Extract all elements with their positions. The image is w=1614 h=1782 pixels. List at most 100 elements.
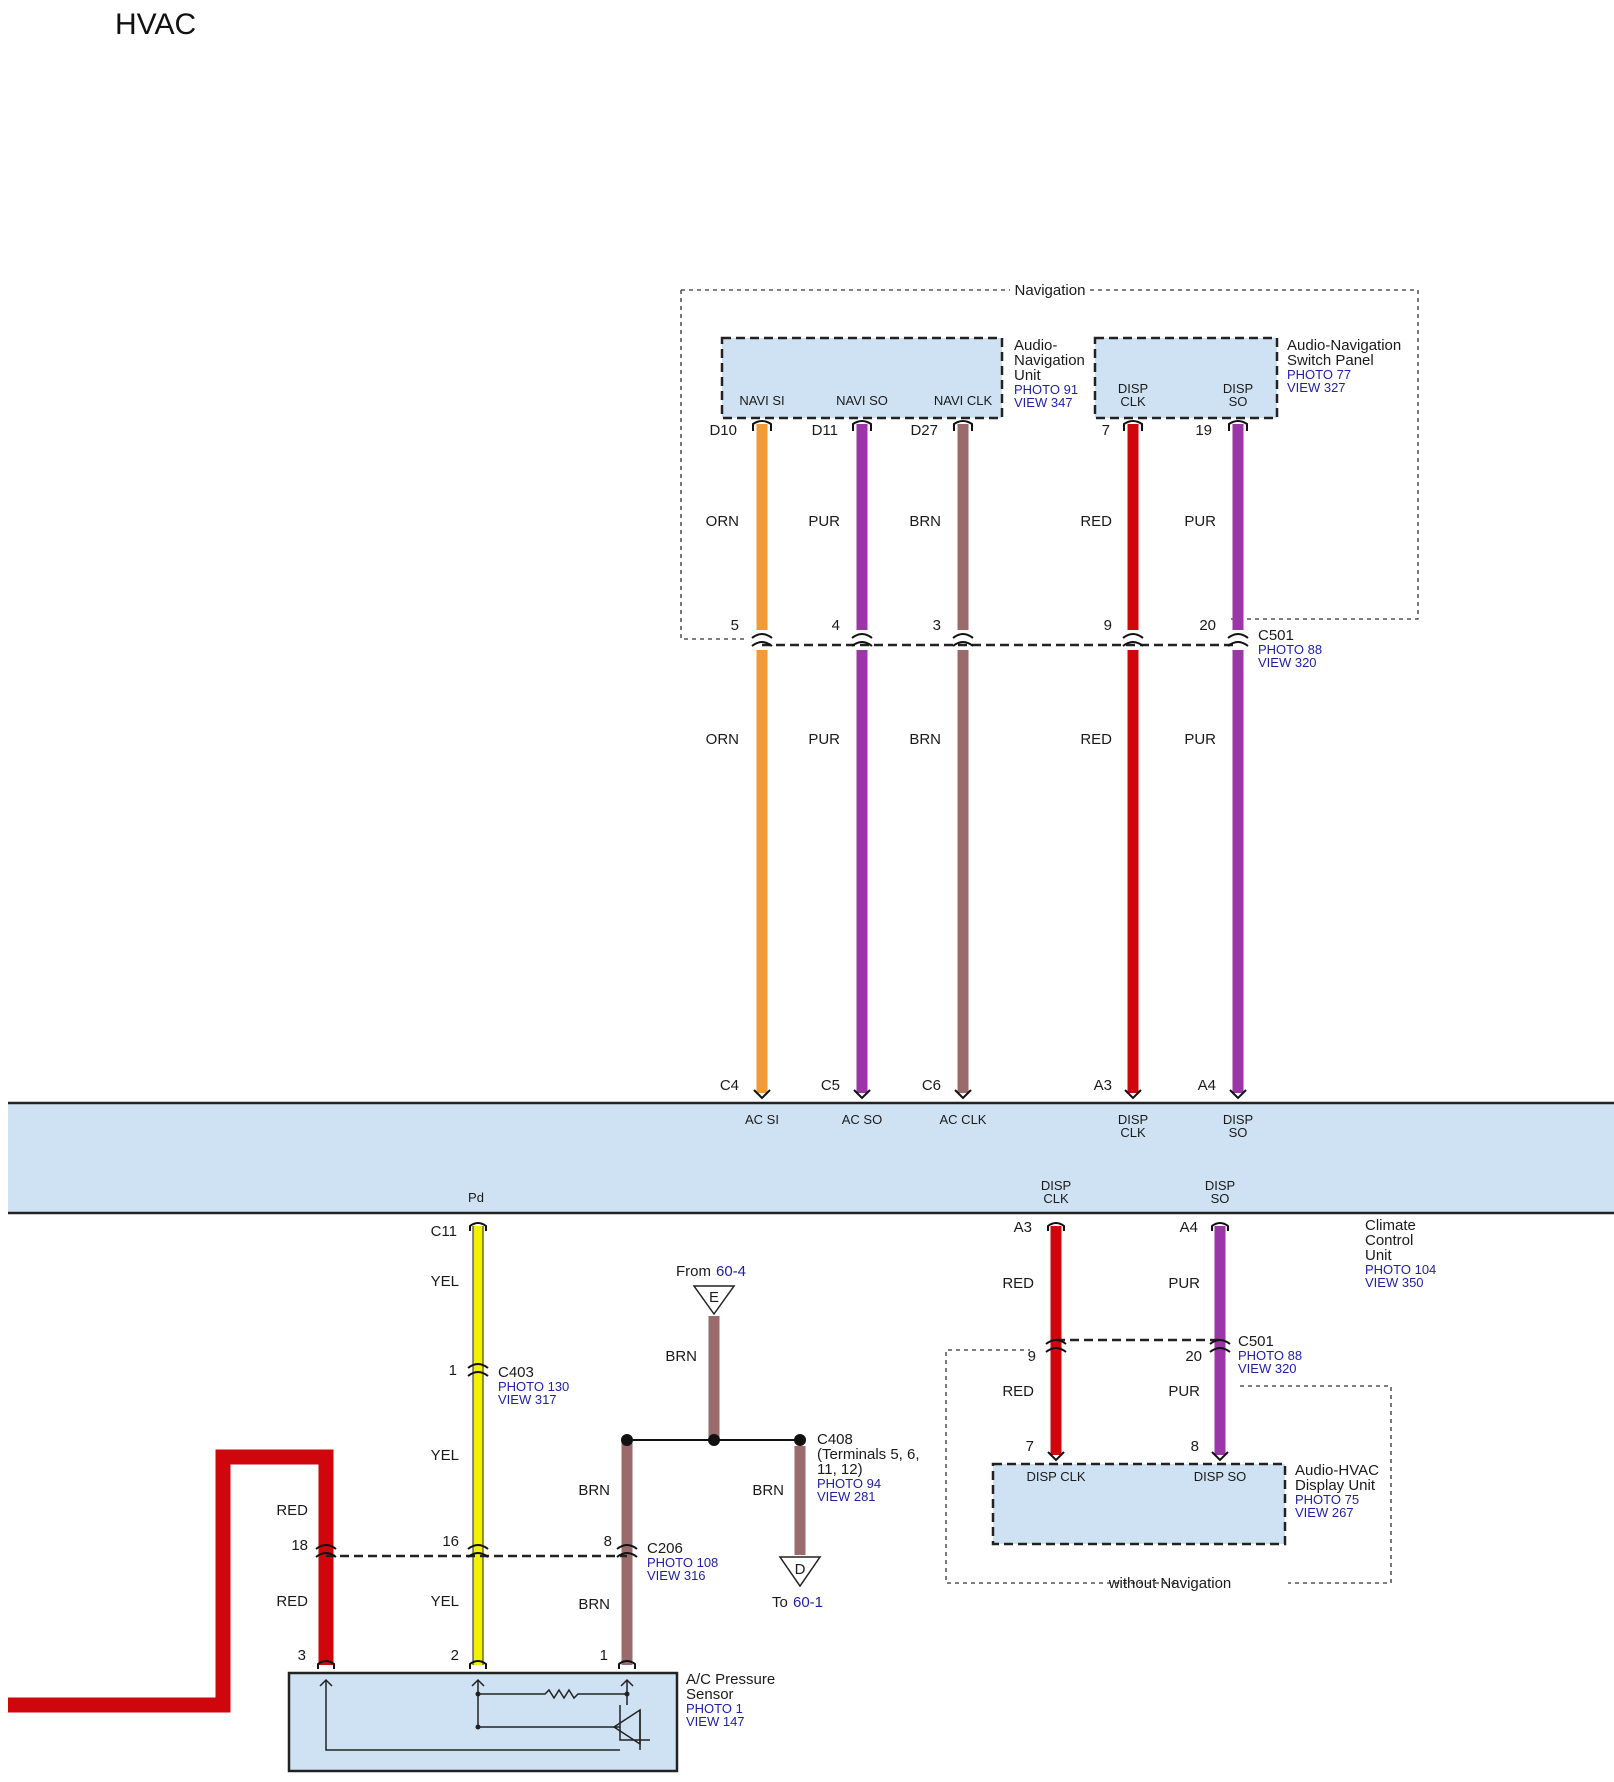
display-disp-so-signal: DISP SO — [1194, 1469, 1247, 1484]
c403-pin-a — [467, 1363, 489, 1369]
terminal-c6: C6 — [922, 1077, 941, 1094]
c501-lower-photo: PHOTO 88 — [1238, 1348, 1302, 1363]
navigation-group: Navigation — [680, 282, 1419, 640]
audio-navigation-unit-view: VIEW 347 — [1014, 395, 1073, 410]
sensor-arrow-1 — [620, 1678, 634, 1687]
c408-name: C408 — [817, 1431, 853, 1448]
c408-node-right — [794, 1434, 806, 1446]
c501-terminal-20: 20 — [1199, 617, 1216, 634]
sensor-name-1: A/C Pressure — [686, 1671, 775, 1688]
c408-photo: PHOTO 94 — [817, 1476, 881, 1491]
c501-terminal-9: 9 — [1104, 617, 1112, 634]
audio-navigation-unit: NAVI SI NAVI SO NAVI CLK Audio- Navigati… — [720, 336, 1085, 420]
display-unit-name-1: Audio-HVAC — [1295, 1462, 1379, 1479]
c403-pin-b — [467, 1371, 489, 1377]
c403-terminal-1: 1 — [449, 1362, 457, 1379]
sensor-node-b — [475, 1724, 481, 1730]
to-connector-triangle — [778, 1556, 822, 1588]
c403-photo: PHOTO 130 — [498, 1379, 569, 1394]
c403-name: C403 — [498, 1364, 534, 1381]
audio-navigation-unit-photo: PHOTO 91 — [1014, 382, 1078, 397]
switch-panel-box — [1093, 336, 1279, 420]
wire-label-yel-3: YEL — [431, 1593, 459, 1610]
wire-label-pur-2: PUR — [1184, 513, 1216, 530]
c501-pin-4-a — [851, 633, 873, 639]
to-text: To — [772, 1594, 788, 1611]
from-ref-link[interactable]: 60-4 — [716, 1263, 746, 1280]
wire-label-brn-2: BRN — [909, 731, 941, 748]
c501-pin-3-b — [952, 641, 974, 647]
c206-terminal-16: 16 — [442, 1533, 459, 1550]
c501-lower-pin-20-a — [1209, 1339, 1231, 1345]
c501-pin-4-b — [851, 641, 873, 647]
disp-so-signal-cu-bottom-2: SO — [1211, 1191, 1230, 1206]
disp-clk-signal-top-1: DISP — [1118, 381, 1148, 396]
ac-si-signal: AC SI — [745, 1112, 779, 1127]
c501-pin-20-b — [1227, 641, 1249, 647]
pin-d27-marker — [953, 420, 973, 431]
navi-so-signal: NAVI SO — [836, 393, 888, 408]
pin-d10-marker — [752, 420, 772, 431]
climate-unit-name-3: Unit — [1365, 1247, 1393, 1264]
c206-terminal-18: 18 — [291, 1537, 308, 1554]
sensor-pin-2-marker — [469, 1660, 487, 1669]
terminal-19: 19 — [1195, 422, 1212, 439]
sensor-terminal-3: 3 — [298, 1647, 306, 1664]
to-ref-link[interactable]: 60-1 — [793, 1594, 823, 1611]
c403-view: VIEW 317 — [498, 1392, 557, 1407]
pin-a3-marker — [1124, 1089, 1142, 1100]
ac-clk-signal: AC CLK — [940, 1112, 987, 1127]
climate-unit-panel — [8, 1103, 1614, 1213]
wire-label-red-2: RED — [1080, 731, 1112, 748]
pin-19-marker — [1228, 420, 1248, 431]
switch-panel-name-2: Switch Panel — [1287, 352, 1374, 369]
disp-clk-signal-top-2: CLK — [1120, 394, 1146, 409]
terminal-a3-top: A3 — [1094, 1077, 1112, 1094]
climate-unit-photo: PHOTO 104 — [1365, 1262, 1436, 1277]
disp-clk-signal-cu-top-2: CLK — [1120, 1125, 1146, 1140]
wire-label-brn-6: BRN — [752, 1482, 784, 1499]
audio-hvac-display-unit: DISP CLK DISP SO Audio-HVAC Display Unit… — [991, 1462, 1379, 1546]
c206-pin-8-a — [616, 1544, 638, 1550]
lower-right-circuit: without Navigation A3 A4 RED PUR 9 20 C5… — [945, 1219, 1392, 1592]
display-unit-box — [991, 1462, 1287, 1546]
wire-label-red-1: RED — [1080, 513, 1112, 530]
c501-lower-terminal-9: 9 — [1028, 1348, 1036, 1365]
sensor-ground-trace — [325, 1680, 620, 1751]
sensor-pin-3-marker — [317, 1660, 335, 1669]
terminal-d11: D11 — [812, 422, 838, 439]
c501-pin-3-a — [952, 633, 974, 639]
display-unit-name-2: Display Unit — [1295, 1477, 1376, 1494]
terminal-d27: D27 — [910, 422, 938, 439]
amplifier-icon — [612, 1708, 641, 1746]
audio-navigation-unit-name-1: Audio- — [1014, 337, 1057, 354]
c408-node-mid — [708, 1434, 720, 1446]
sensor-node-c — [624, 1691, 630, 1697]
wire-label-yel-2: YEL — [431, 1447, 459, 1464]
disp-so-signal-cu-bottom-1: DISP — [1205, 1178, 1235, 1193]
climate-control-unit: AC SI AC SO AC CLK DISP CLK DISP SO Pd D… — [8, 1101, 1614, 1290]
c206-name: C206 — [647, 1540, 683, 1557]
c501-lower-view: VIEW 320 — [1238, 1361, 1297, 1376]
c206-pin-16-b — [467, 1552, 489, 1558]
c206-pin-18-b — [315, 1552, 337, 1558]
display-terminal-7: 7 — [1026, 1438, 1034, 1455]
audio-navigation-unit-name-2: Navigation — [1014, 352, 1085, 369]
climate-unit-name-1: Climate — [1365, 1217, 1416, 1234]
top-wires-lower: ORN PUR BRN RED PUR C4 C5 C6 A3 A4 — [706, 650, 1247, 1100]
terminal-c11: C11 — [431, 1223, 457, 1240]
c206-view: VIEW 316 — [647, 1568, 706, 1583]
switch-panel: DISP CLK DISP SO Audio-Navigation Switch… — [1093, 336, 1401, 420]
sensor-node-a — [475, 1691, 481, 1697]
wire-label-red-5: RED — [1002, 1275, 1034, 1292]
wire-label-orn-2: ORN — [706, 731, 739, 748]
wire-label-brn-1: BRN — [909, 513, 941, 530]
sensor-arrow-2 — [471, 1678, 485, 1687]
wire-label-orn-1: ORN — [706, 513, 739, 530]
display-disp-clk-signal: DISP CLK — [1026, 1469, 1085, 1484]
pin-c11-marker — [469, 1222, 487, 1231]
page-title: HVAC — [115, 8, 196, 41]
from-connector-triangle — [692, 1285, 736, 1316]
wire-label-pur-1: PUR — [808, 513, 840, 530]
